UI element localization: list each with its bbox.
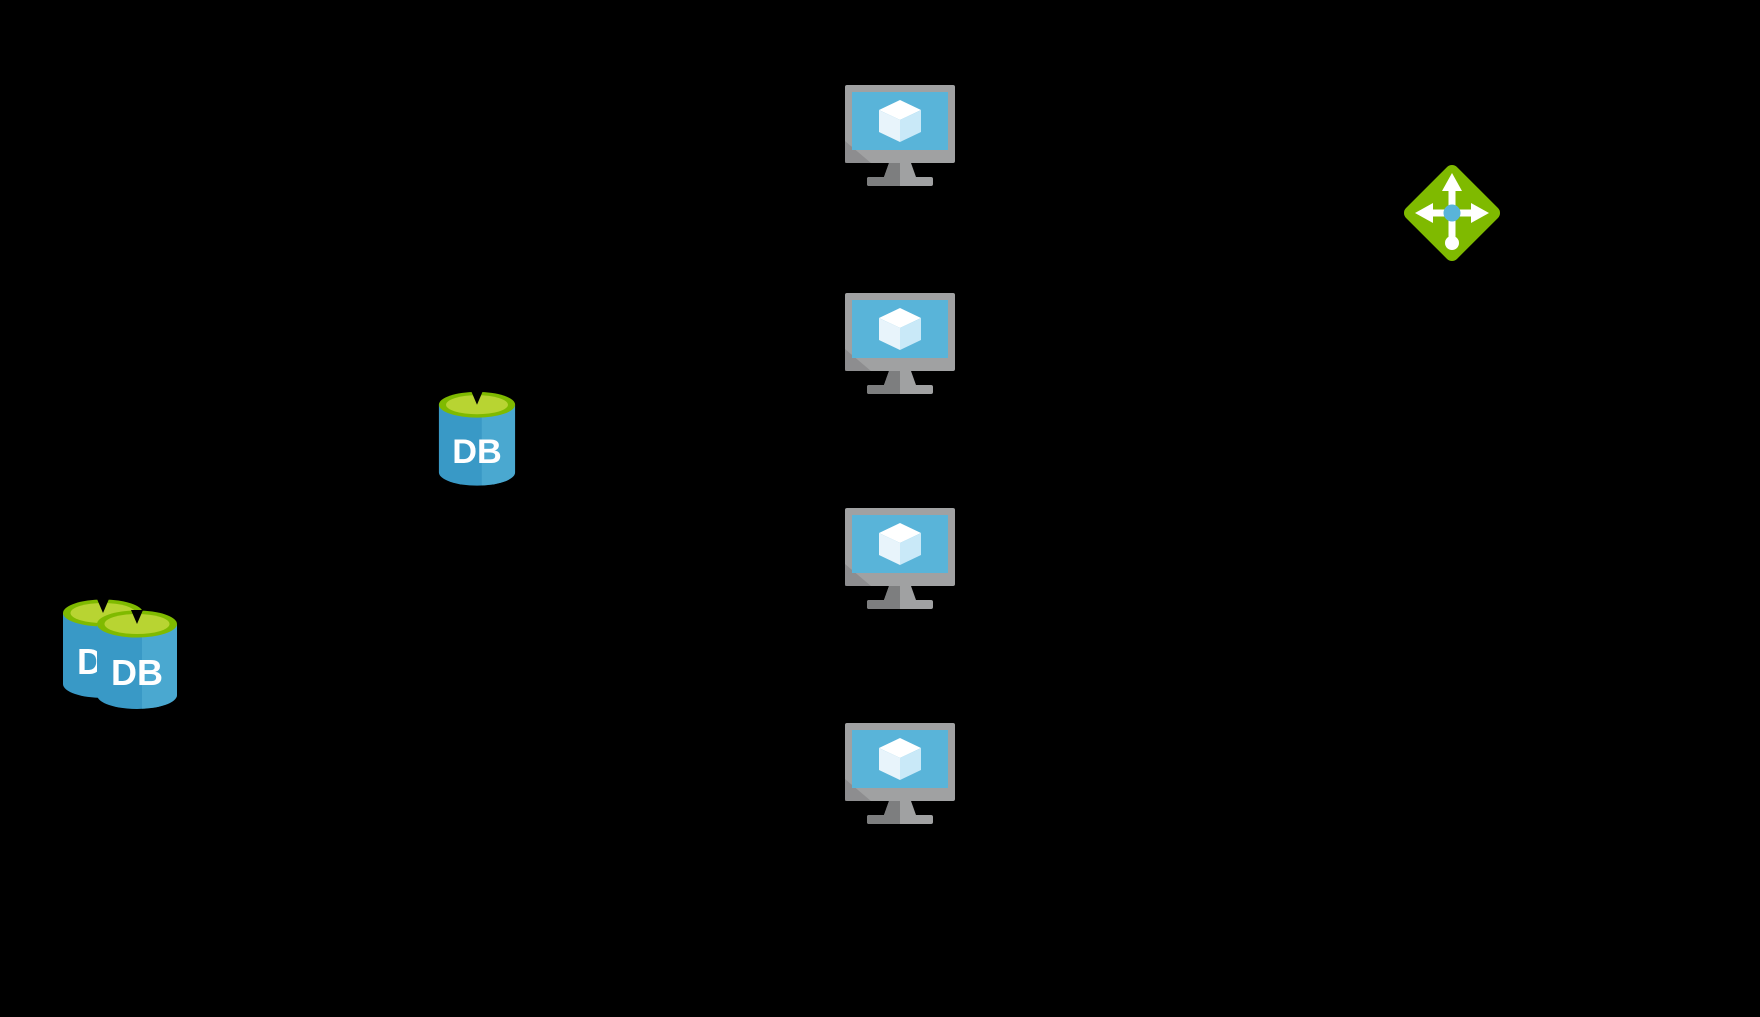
- vm-icon: [845, 723, 955, 824]
- db-top-notch: [131, 610, 143, 624]
- vm-cube-left: [879, 748, 900, 780]
- vm-base-shadow: [867, 600, 900, 609]
- db-body-highlight: [481, 404, 516, 486]
- arrow-left-head: [1415, 203, 1433, 223]
- vm-icon: [845, 85, 955, 186]
- virtual-machine-4: [845, 723, 955, 827]
- vm-frame-shadow: [845, 779, 871, 801]
- arrow-right-head: [1471, 203, 1489, 223]
- db-top-notch: [97, 599, 109, 613]
- vm-cube-right: [900, 533, 921, 565]
- vm-cube-right: [900, 318, 921, 350]
- vm-frame-shadow: [845, 564, 871, 586]
- vm-base-shadow: [867, 815, 900, 824]
- load-balancer: [1399, 160, 1505, 266]
- sql-database-front: DB: [94, 608, 180, 712]
- virtual-machine-3: [845, 508, 955, 612]
- vm-frame-shadow: [845, 349, 871, 371]
- db-top-notch: [471, 391, 483, 405]
- db-label: DB: [111, 652, 163, 693]
- load-balancer-bottom-dot: [1445, 236, 1459, 250]
- virtual-machine-2: [845, 293, 955, 397]
- vm-base-shadow: [867, 385, 900, 394]
- vm-cube-left: [879, 318, 900, 350]
- load-balancer-center-dot: [1443, 204, 1461, 222]
- vm-cube-left: [879, 533, 900, 565]
- vm-cube-right: [900, 748, 921, 780]
- database-icon: DB: [97, 610, 177, 709]
- db-body-highlight: [142, 624, 177, 709]
- vm-stand-shadow: [884, 586, 900, 600]
- vm-frame-shadow: [845, 141, 871, 163]
- vm-cube-left: [879, 110, 900, 142]
- vm-cube-right: [900, 110, 921, 142]
- load-balancer-icon: [1403, 164, 1501, 262]
- database-icon: DB: [438, 391, 516, 486]
- db-label: DB: [452, 433, 502, 471]
- db-top-inner: [446, 395, 508, 415]
- arrow-up-head: [1442, 173, 1462, 191]
- vm-icon: [845, 293, 955, 394]
- vm-stand-shadow: [884, 163, 900, 177]
- vm-stand-shadow: [884, 801, 900, 815]
- vm-icon: [845, 508, 955, 609]
- virtual-machine-1: [845, 85, 955, 189]
- vm-stand-shadow: [884, 371, 900, 385]
- sql-database: DB: [437, 388, 517, 490]
- vm-base-shadow: [867, 177, 900, 186]
